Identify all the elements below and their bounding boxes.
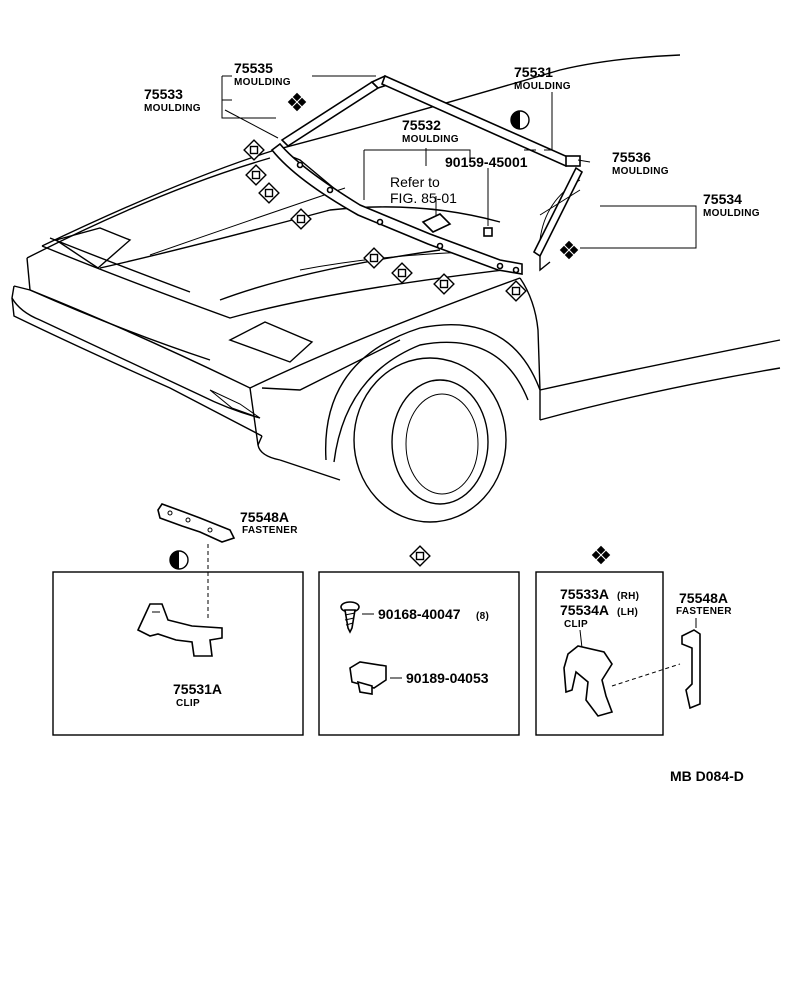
label-clip-name: CLIP: [564, 619, 588, 630]
label-75548A-left-name: FASTENER: [242, 525, 298, 536]
screw-90168-part: [340, 601, 360, 634]
label-90168-quantity: (8): [476, 611, 489, 622]
label-75531-name: MOULDING: [514, 81, 571, 92]
clip-nut-90189-part: [349, 661, 387, 695]
label-75548A-right-name: FASTENER: [676, 606, 732, 617]
label-75533-number: 75533: [144, 86, 183, 102]
footer-code: MB D084-D: [670, 768, 744, 784]
label-90189-number: 90189-04053: [406, 670, 489, 686]
detail-box-clip-75531A: [52, 571, 304, 736]
moulding-75535-part: [280, 74, 392, 148]
quad-diamond-symbol: [591, 545, 611, 565]
clip-cluster-part: [421, 213, 493, 237]
square-diamond-symbol: [258, 182, 280, 204]
detail-box-clip-75533A-75534A: [535, 571, 664, 736]
square-diamond-symbol: [363, 247, 385, 269]
quad-diamond-symbol: [287, 92, 307, 112]
label-75535-number: 75535: [234, 60, 273, 76]
half-circle-symbol: [510, 110, 530, 130]
fastener-75548A-right-part: [681, 629, 701, 710]
square-diamond-symbol: [409, 545, 431, 567]
clip-75531A-part: [136, 603, 223, 657]
label-75533A-side: (RH): [617, 591, 639, 602]
reference-line-2: FIG. 85-01: [390, 190, 457, 206]
label-75548A-left-number: 75548A: [240, 509, 289, 525]
detail-box-fasteners: [318, 571, 520, 736]
square-diamond-symbol: [290, 208, 312, 230]
label-75534-number: 75534: [703, 191, 742, 207]
square-diamond-symbol: [505, 280, 527, 302]
label-75535-name: MOULDING: [234, 77, 291, 88]
square-diamond-symbol: [245, 164, 267, 186]
moulding-75532-part: [270, 142, 523, 275]
leader-lines: [221, 75, 697, 249]
reference-line-1: Refer to: [390, 174, 440, 190]
label-75533A-number: 75533A: [560, 586, 609, 602]
fastener-75548A-left-part: [157, 503, 236, 543]
label-75548A-right-number: 75548A: [679, 590, 728, 606]
label-75536-number: 75536: [612, 149, 651, 165]
label-75532-name: MOULDING: [402, 134, 459, 145]
half-circle-symbol: [169, 550, 189, 570]
label-75536-name: MOULDING: [612, 166, 669, 177]
label-90168-number: 90168-40047: [378, 606, 461, 622]
moulding-75531-part: [380, 74, 581, 168]
label-75534A-side: (LH): [617, 607, 638, 618]
label-90159-number: 90159-45001: [445, 154, 528, 170]
label-75532-number: 75532: [402, 117, 441, 133]
quad-diamond-symbol: [559, 240, 579, 260]
label-75531A-number: 75531A: [173, 681, 222, 697]
label-75534A-number: 75534A: [560, 602, 609, 618]
label-75531-number: 75531: [514, 64, 553, 80]
car-body-illustration: [11, 54, 781, 523]
label-75531A-name: CLIP: [176, 698, 200, 709]
label-75534-name: MOULDING: [703, 208, 760, 219]
moulding-75536-part: [532, 166, 584, 258]
label-75533-name: MOULDING: [144, 103, 201, 114]
square-diamond-symbol: [391, 262, 413, 284]
square-diamond-symbol: [243, 139, 265, 161]
clip-75533A-part: [563, 645, 614, 717]
